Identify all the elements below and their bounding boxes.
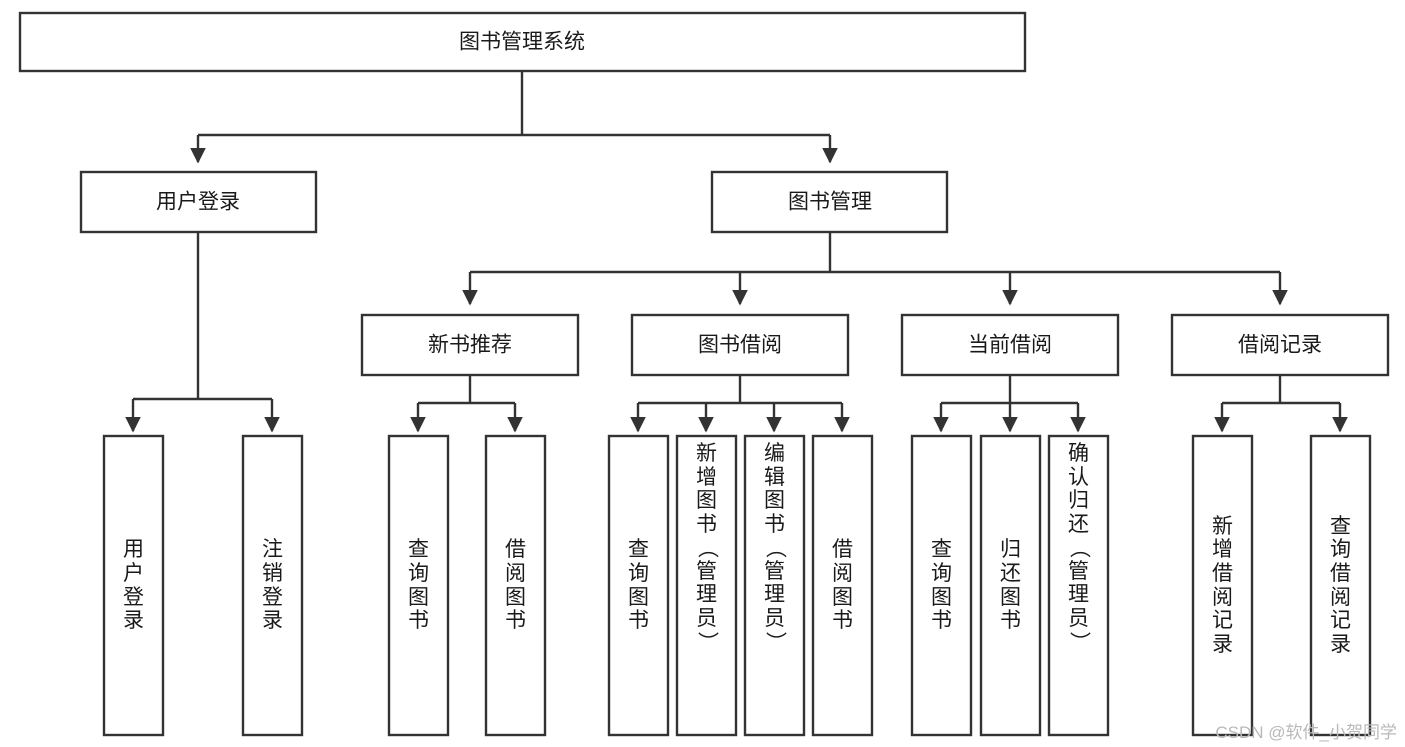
leaf-box-book-borrow-0[interactable] — [607, 434, 670, 737]
node-root-label: 图书管理系统 — [459, 31, 585, 54]
leaf-box-borrow-record-0[interactable] — [1191, 434, 1254, 737]
leaf-box-borrow-record-1[interactable] — [1309, 434, 1372, 737]
node-root-box[interactable] — [18, 11, 1027, 73]
node-book-borrow-label: 图书借阅 — [698, 334, 782, 357]
leaf-box-new-book-1[interactable] — [484, 434, 547, 737]
connector-group-new-book — [410, 375, 523, 433]
leaf-box-book-borrow-3[interactable] — [811, 434, 874, 737]
node-borrow-record-box[interactable] — [1170, 313, 1390, 377]
node-current-borrow-box[interactable] — [900, 313, 1120, 377]
leaf-box-current-borrow-0[interactable] — [910, 434, 973, 737]
connector-group-book-borrow — [630, 375, 850, 433]
node-book-manage-label: 图书管理 — [788, 191, 872, 214]
node-new-book-label: 新书推荐 — [428, 334, 512, 357]
leaf-box-book-borrow-1[interactable] — [675, 434, 738, 737]
connector-group-borrow-record — [1214, 375, 1348, 433]
node-current-borrow-label: 当前借阅 — [968, 334, 1052, 357]
connector-group-root — [190, 71, 838, 164]
leaf-box-user-login-0[interactable] — [102, 434, 165, 737]
leaf-box-current-borrow-2[interactable] — [1047, 434, 1110, 737]
leaf-box-new-book-0[interactable] — [387, 434, 450, 737]
node-borrow-record-label: 借阅记录 — [1238, 334, 1322, 357]
connector-group-user-login — [125, 232, 280, 433]
node-new-book-box[interactable] — [360, 313, 580, 377]
leaf-box-user-login-1[interactable] — [241, 434, 304, 737]
connector-group-book-manage — [462, 232, 1288, 306]
node-user-login-box[interactable] — [79, 170, 318, 234]
node-user-login-label: 用户登录 — [156, 191, 240, 214]
node-book-manage-box[interactable] — [710, 170, 949, 234]
connector-group-current-borrow — [933, 375, 1086, 433]
csdn-watermark: CSDN @软件_小贺同学 — [1215, 723, 1397, 742]
leaf-box-book-borrow-2[interactable] — [743, 434, 806, 737]
node-book-borrow-box[interactable] — [630, 313, 850, 377]
leaf-box-current-borrow-1[interactable] — [979, 434, 1042, 737]
